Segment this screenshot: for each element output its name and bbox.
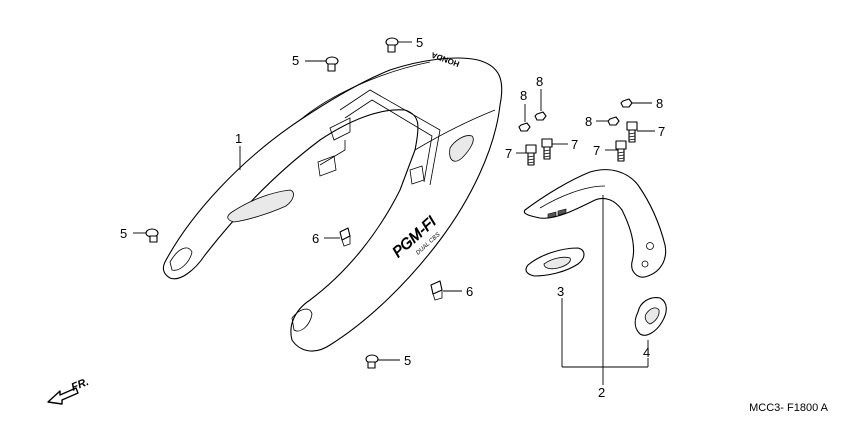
screw-5-c bbox=[145, 228, 159, 243]
bolt-7-c bbox=[615, 140, 627, 162]
front-direction-indicator: FR. bbox=[47, 376, 91, 405]
clip-6-a bbox=[339, 227, 351, 247]
diagram-code: MCC3- F1800 A bbox=[749, 402, 828, 414]
bolt-7-a bbox=[525, 144, 537, 166]
callout-8-d: 8 bbox=[656, 96, 663, 111]
callout-1: 1 bbox=[235, 131, 242, 146]
callout-7-d: 7 bbox=[658, 124, 665, 139]
callout-7-c: 7 bbox=[593, 143, 600, 158]
callout-4: 4 bbox=[643, 345, 650, 360]
bolt-7-b bbox=[541, 138, 553, 160]
nut-8-a bbox=[518, 122, 531, 132]
screw-5-b bbox=[385, 37, 399, 53]
nut-8-d bbox=[620, 98, 633, 108]
callout-7-a: 7 bbox=[505, 146, 512, 161]
callout-2: 2 bbox=[598, 385, 605, 400]
callout-7-b: 7 bbox=[571, 137, 578, 152]
screw-5-d bbox=[365, 354, 379, 369]
nut-8-c bbox=[607, 116, 620, 126]
callout-5-a: 5 bbox=[292, 53, 299, 68]
callout-labels: 1 2 3 4 5 5 5 5 6 6 7 7 7 7 8 8 8 8 bbox=[120, 35, 665, 400]
nut-8-b bbox=[534, 111, 547, 121]
callout-5-d: 5 bbox=[404, 353, 411, 368]
grab-rail-seat-right bbox=[634, 297, 667, 336]
callout-6-b: 6 bbox=[466, 284, 473, 299]
callout-6-a: 6 bbox=[312, 231, 319, 246]
rear-seat-cowl: HONDA PGM-FI DUAL CBS bbox=[162, 50, 503, 352]
callout-8-b: 8 bbox=[536, 74, 543, 89]
grab-rail-seat-left bbox=[525, 247, 585, 277]
callout-5-c: 5 bbox=[120, 226, 127, 241]
screw-5-a bbox=[325, 56, 339, 72]
front-label: FR. bbox=[70, 376, 91, 394]
callout-8-c: 8 bbox=[585, 114, 592, 129]
bolt-7-d bbox=[626, 121, 638, 143]
callout-5-b: 5 bbox=[416, 35, 423, 50]
grab-rail bbox=[523, 169, 667, 278]
callout-3: 3 bbox=[557, 284, 564, 299]
clip-6-b bbox=[430, 280, 443, 301]
leader-lines bbox=[133, 41, 655, 385]
front-arrow-icon bbox=[47, 387, 79, 405]
callout-8-a: 8 bbox=[520, 88, 527, 103]
